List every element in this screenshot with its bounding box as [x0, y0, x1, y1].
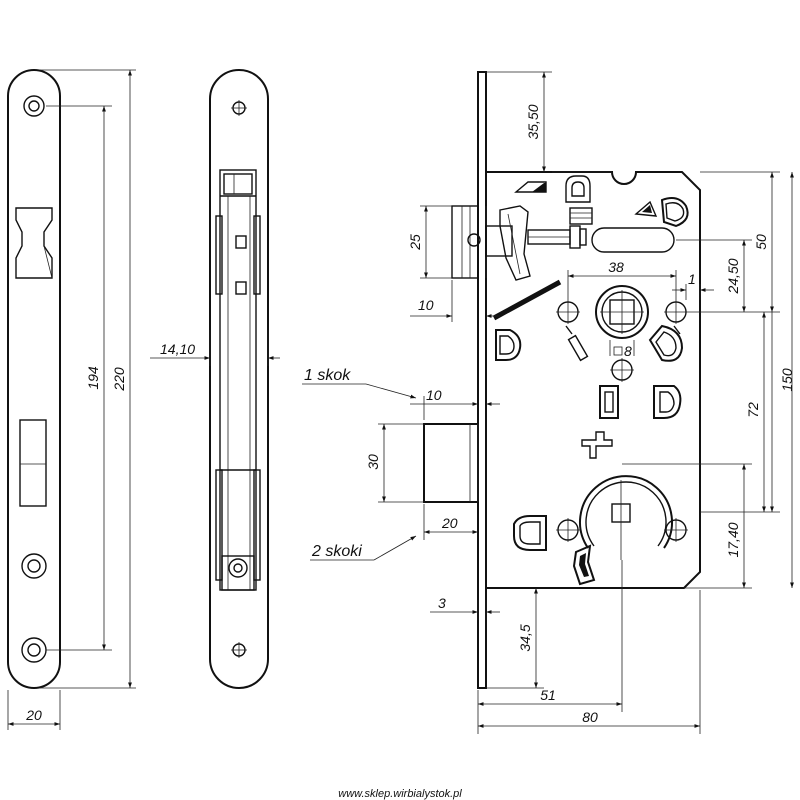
lock-case-outline: [485, 171, 701, 589]
cylinder-hole-left: [556, 518, 580, 542]
dim-bottom-offset: 34,5: [517, 624, 533, 651]
dim-150: 150: [779, 368, 795, 392]
dim-faceplate-thickness: 3: [438, 595, 446, 611]
dim-72: 72: [745, 402, 761, 418]
small-parts-top: [514, 175, 689, 228]
side-case-body: [219, 169, 257, 591]
dim-latch-projection: 10: [418, 297, 434, 313]
dim-24-50: 24,50: [725, 258, 741, 294]
deadbolt: [423, 423, 479, 503]
dim-case-width: 80: [582, 709, 598, 725]
label-one-throw: 1 skok: [304, 367, 351, 384]
dim-50: 50: [753, 234, 769, 250]
follower-spindle: [595, 285, 649, 339]
latch-opening: [15, 207, 53, 279]
latch-slot: [591, 227, 675, 253]
latch-mechanism: [467, 205, 587, 281]
side-faceplate-outline: [209, 69, 269, 689]
d-shape-lower-left: [513, 515, 547, 551]
cylinder-hole-right: [664, 518, 688, 542]
faceplate-edge: [477, 71, 487, 689]
dim-spindle-spacing: 38: [608, 259, 624, 275]
side-top-screw: [231, 100, 247, 116]
diagonal-lever: [492, 279, 562, 321]
dim-backset: 51: [540, 687, 556, 703]
dim-square: 8: [624, 343, 632, 359]
watermark-text: www.sklep.wirbialystok.pl: [338, 788, 462, 800]
middle-screw-hole: [21, 553, 47, 579]
dim-deadbolt-height: 30: [365, 454, 381, 470]
side-bottom-screw: [231, 642, 247, 658]
dim-deadbolt-depth: 20: [441, 515, 458, 531]
label-two-throws: 2 skoki: [311, 543, 362, 560]
top-screw-hole: [23, 95, 45, 117]
bottom-screw-hole: [21, 637, 47, 663]
spring-part: [572, 544, 596, 586]
dim-side-offset: 14,10: [160, 341, 195, 357]
dim-17-40: 17,40: [725, 522, 741, 557]
dim-top-offset: 35,50: [525, 104, 541, 139]
spindle-hole-right: [664, 300, 688, 324]
faceplate-front-view: 194 220 20: [7, 69, 136, 730]
deadbolt-opening: [19, 419, 47, 507]
side-view: 14,10: [150, 69, 280, 689]
small-parts-middle: [581, 385, 682, 459]
faceplate-outline: [7, 69, 61, 689]
d-shape-right: [648, 324, 684, 362]
dim-faceplate-width: 20: [25, 707, 42, 723]
dim-spindle-offset: 1: [688, 271, 696, 287]
dim-hole-spacing: 194: [85, 366, 101, 390]
spindle-hole-left: [556, 300, 580, 324]
dim-height-total: 220: [111, 367, 127, 392]
cylinder-cutout: [579, 475, 673, 560]
dim-deadbolt-projection: 10: [426, 387, 442, 403]
d-shape-left: [495, 329, 522, 361]
dim-latch-height: 25: [407, 234, 423, 251]
lock-main-view: 8: [302, 71, 795, 734]
square-8-detail: 8: [609, 340, 635, 382]
